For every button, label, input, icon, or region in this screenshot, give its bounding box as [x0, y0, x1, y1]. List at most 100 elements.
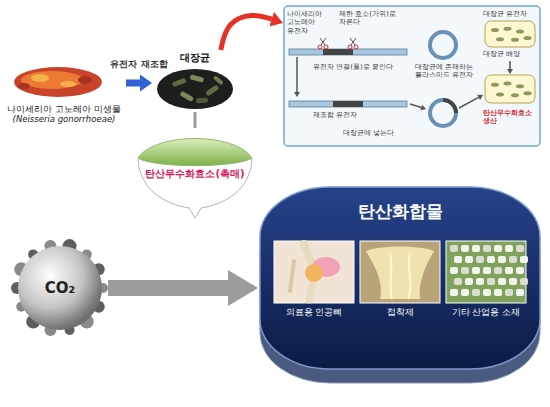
scissors-blade: [321, 38, 326, 45]
organism-label: 대장균: [180, 52, 210, 64]
ecoli-cell: [516, 29, 524, 33]
step-arrowhead: [477, 95, 483, 100]
funnel-top: [138, 139, 252, 166]
gene-insert: [323, 49, 353, 55]
process-arrow: [126, 80, 140, 87]
plasmid-ring: [430, 100, 456, 126]
scissors-handle: [354, 45, 358, 49]
granule: [516, 267, 524, 274]
microbe-colony: [21, 71, 83, 89]
step-arrow: [509, 61, 511, 69]
granule: [461, 267, 469, 274]
scissors-symbol: [318, 38, 328, 49]
granule: [483, 245, 491, 252]
step-note: 대장균 배양: [483, 50, 537, 58]
ecoli-cell: [496, 37, 504, 41]
product-caption: 의료용 인공뼈: [286, 307, 343, 318]
co2-sphere-body: [18, 246, 102, 330]
granule: [465, 256, 473, 263]
photo-frame: [446, 241, 526, 303]
granule: [450, 245, 458, 252]
ecoli-cell: [504, 81, 512, 85]
ecoli-cell: [179, 91, 194, 102]
dna-strand: [289, 49, 407, 55]
granule: [505, 289, 513, 296]
cloning-inset: 나이세리아 고노레아 유전자 제한 효소(가위)로 자른다대장균에 존재하는 플라…: [283, 5, 541, 147]
ecoli-cell: [172, 78, 187, 87]
step-result: 탄산무수화효소 생산: [483, 109, 537, 126]
granule: [487, 278, 495, 285]
granule: [465, 278, 473, 285]
ecoli-cell: [496, 93, 504, 97]
enzyme-funnel: 탄산무수화효소(촉매): [135, 128, 255, 220]
co2-sphere: CO₂: [12, 240, 108, 336]
ecoli-cell: [504, 27, 512, 31]
ecoli-cell: [516, 84, 524, 88]
molecule-label: CO₂: [45, 279, 75, 297]
scissors-blade: [350, 38, 355, 45]
granule: [498, 278, 506, 285]
step-note: 나이세리아 고노레아 유전자: [287, 10, 333, 35]
product-photo: 접착제: [360, 241, 440, 325]
scissors-handle: [324, 45, 328, 49]
product-photo: 의료용 인공뼈: [274, 241, 354, 325]
bone-shape: [290, 261, 294, 291]
step-note: 제한 효소(가위)로 자른다: [339, 10, 409, 27]
granule: [516, 245, 524, 252]
edge-label: 유전자 재조합: [108, 59, 169, 70]
scissors-blade: [320, 38, 325, 45]
photo-frame: [274, 241, 354, 303]
microbe-spot: [31, 74, 49, 82]
step-note: 유전자 연결(풀)로 붙인다: [313, 63, 405, 71]
ecoli-cluster: [157, 69, 233, 109]
granule: [509, 256, 517, 263]
granule: [520, 256, 528, 263]
ecoli-cell: [189, 74, 204, 82]
cloning-inset-shape: [283, 5, 541, 147]
ecoli-cell: [511, 93, 519, 97]
step-note: 대장균에 넣는다: [343, 129, 423, 137]
scissors-handle: [318, 45, 322, 49]
ecoli-cell: [524, 91, 532, 95]
knee-joint: [305, 264, 323, 282]
species-name: (Neisseria gonorrhoeae): [13, 114, 116, 124]
granule: [472, 267, 480, 274]
granule: [516, 289, 524, 296]
curved-callout-arrow: [221, 15, 272, 50]
step-arrow: [296, 57, 298, 92]
step-arrowhead: [420, 105, 426, 111]
granule: [498, 256, 506, 263]
product-caption: 기타 산업용 소재: [452, 307, 521, 318]
granule: [476, 278, 484, 285]
conversion-arrow: [108, 280, 228, 296]
scissors-handle: [348, 45, 352, 49]
inset-panel: [284, 6, 540, 146]
adhesive-shape: [366, 247, 434, 300]
carbonate-disc: 탄산화합물의료용 인공뼈접착제기타 산업용 소재: [258, 185, 542, 385]
microbe-colony: [14, 67, 102, 97]
granule: [450, 289, 458, 296]
step-arrowhead: [294, 92, 300, 97]
ecoli-cell: [524, 36, 532, 40]
granule: [505, 267, 513, 274]
step-note: 대장균에 존재하는 플라스미드 유전자: [415, 63, 477, 80]
microbe-node: 나이세리아 고노레아 미생물(Neisseria gonorrhoeae): [2, 62, 126, 126]
granule: [509, 278, 517, 285]
ecoli-cell: [205, 84, 219, 96]
funnel-bowl: [138, 158, 252, 218]
plasmid-ring: [430, 32, 456, 58]
granule: [494, 245, 502, 252]
organism-name: 나이세리아 고노레아 미생물: [7, 104, 120, 114]
ecoli-cell: [491, 83, 499, 87]
step-note: 대장균 유전자: [483, 10, 537, 18]
microbe-illustration: [14, 67, 102, 97]
ecoli-cell: [213, 75, 224, 85]
microbe-spot: [60, 81, 76, 87]
gene-insert: [443, 100, 456, 113]
ecoli-dish: [485, 21, 535, 47]
granule: [472, 245, 480, 252]
link-line: [194, 112, 197, 128]
step-arrowhead: [507, 69, 513, 74]
microbe-spot: [18, 83, 30, 89]
granule: [472, 289, 480, 296]
